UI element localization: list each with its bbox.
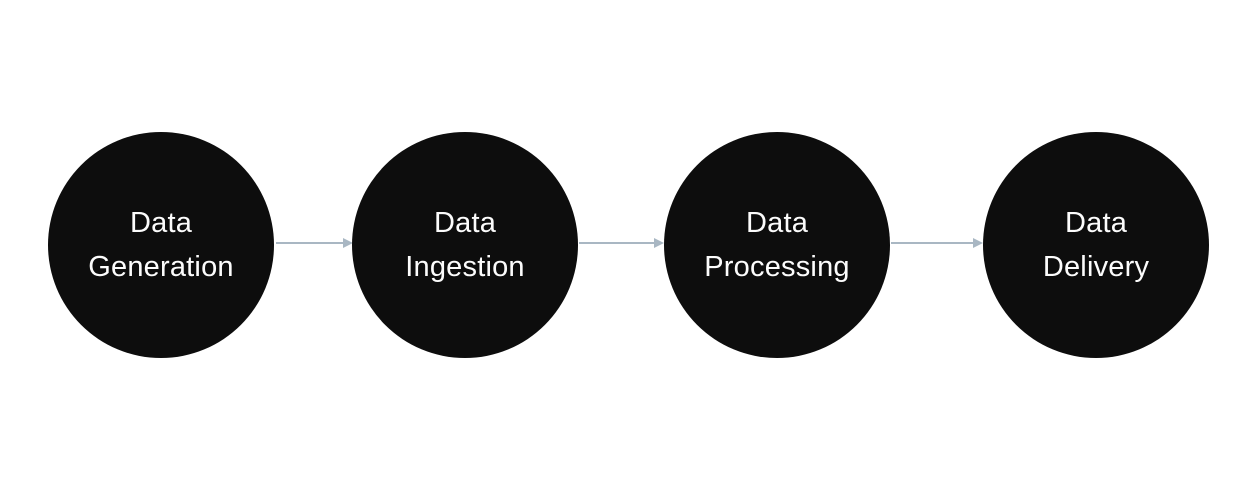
- arrowhead-icon: [654, 238, 664, 248]
- arrow-line: [579, 242, 654, 244]
- arrowhead-icon: [343, 238, 353, 248]
- flow-node-label: Data Delivery: [1042, 207, 1150, 283]
- flow-arrow-processing-to-delivery: [891, 238, 983, 248]
- flow-node-data-processing: Data Processing: [664, 132, 890, 358]
- flow-arrow-generation-to-ingestion: [276, 238, 353, 248]
- arrowhead-icon: [973, 238, 983, 248]
- flow-node-label: Data Processing: [704, 207, 850, 283]
- flow-node-label: Data Ingestion: [405, 207, 525, 283]
- flow-node-data-delivery: Data Delivery: [983, 132, 1209, 358]
- flow-arrow-ingestion-to-processing: [579, 238, 664, 248]
- flow-node-label: Data Generation: [88, 207, 234, 283]
- arrow-line: [276, 242, 343, 244]
- flow-node-data-generation: Data Generation: [48, 132, 274, 358]
- flow-node-data-ingestion: Data Ingestion: [352, 132, 578, 358]
- arrow-line: [891, 242, 973, 244]
